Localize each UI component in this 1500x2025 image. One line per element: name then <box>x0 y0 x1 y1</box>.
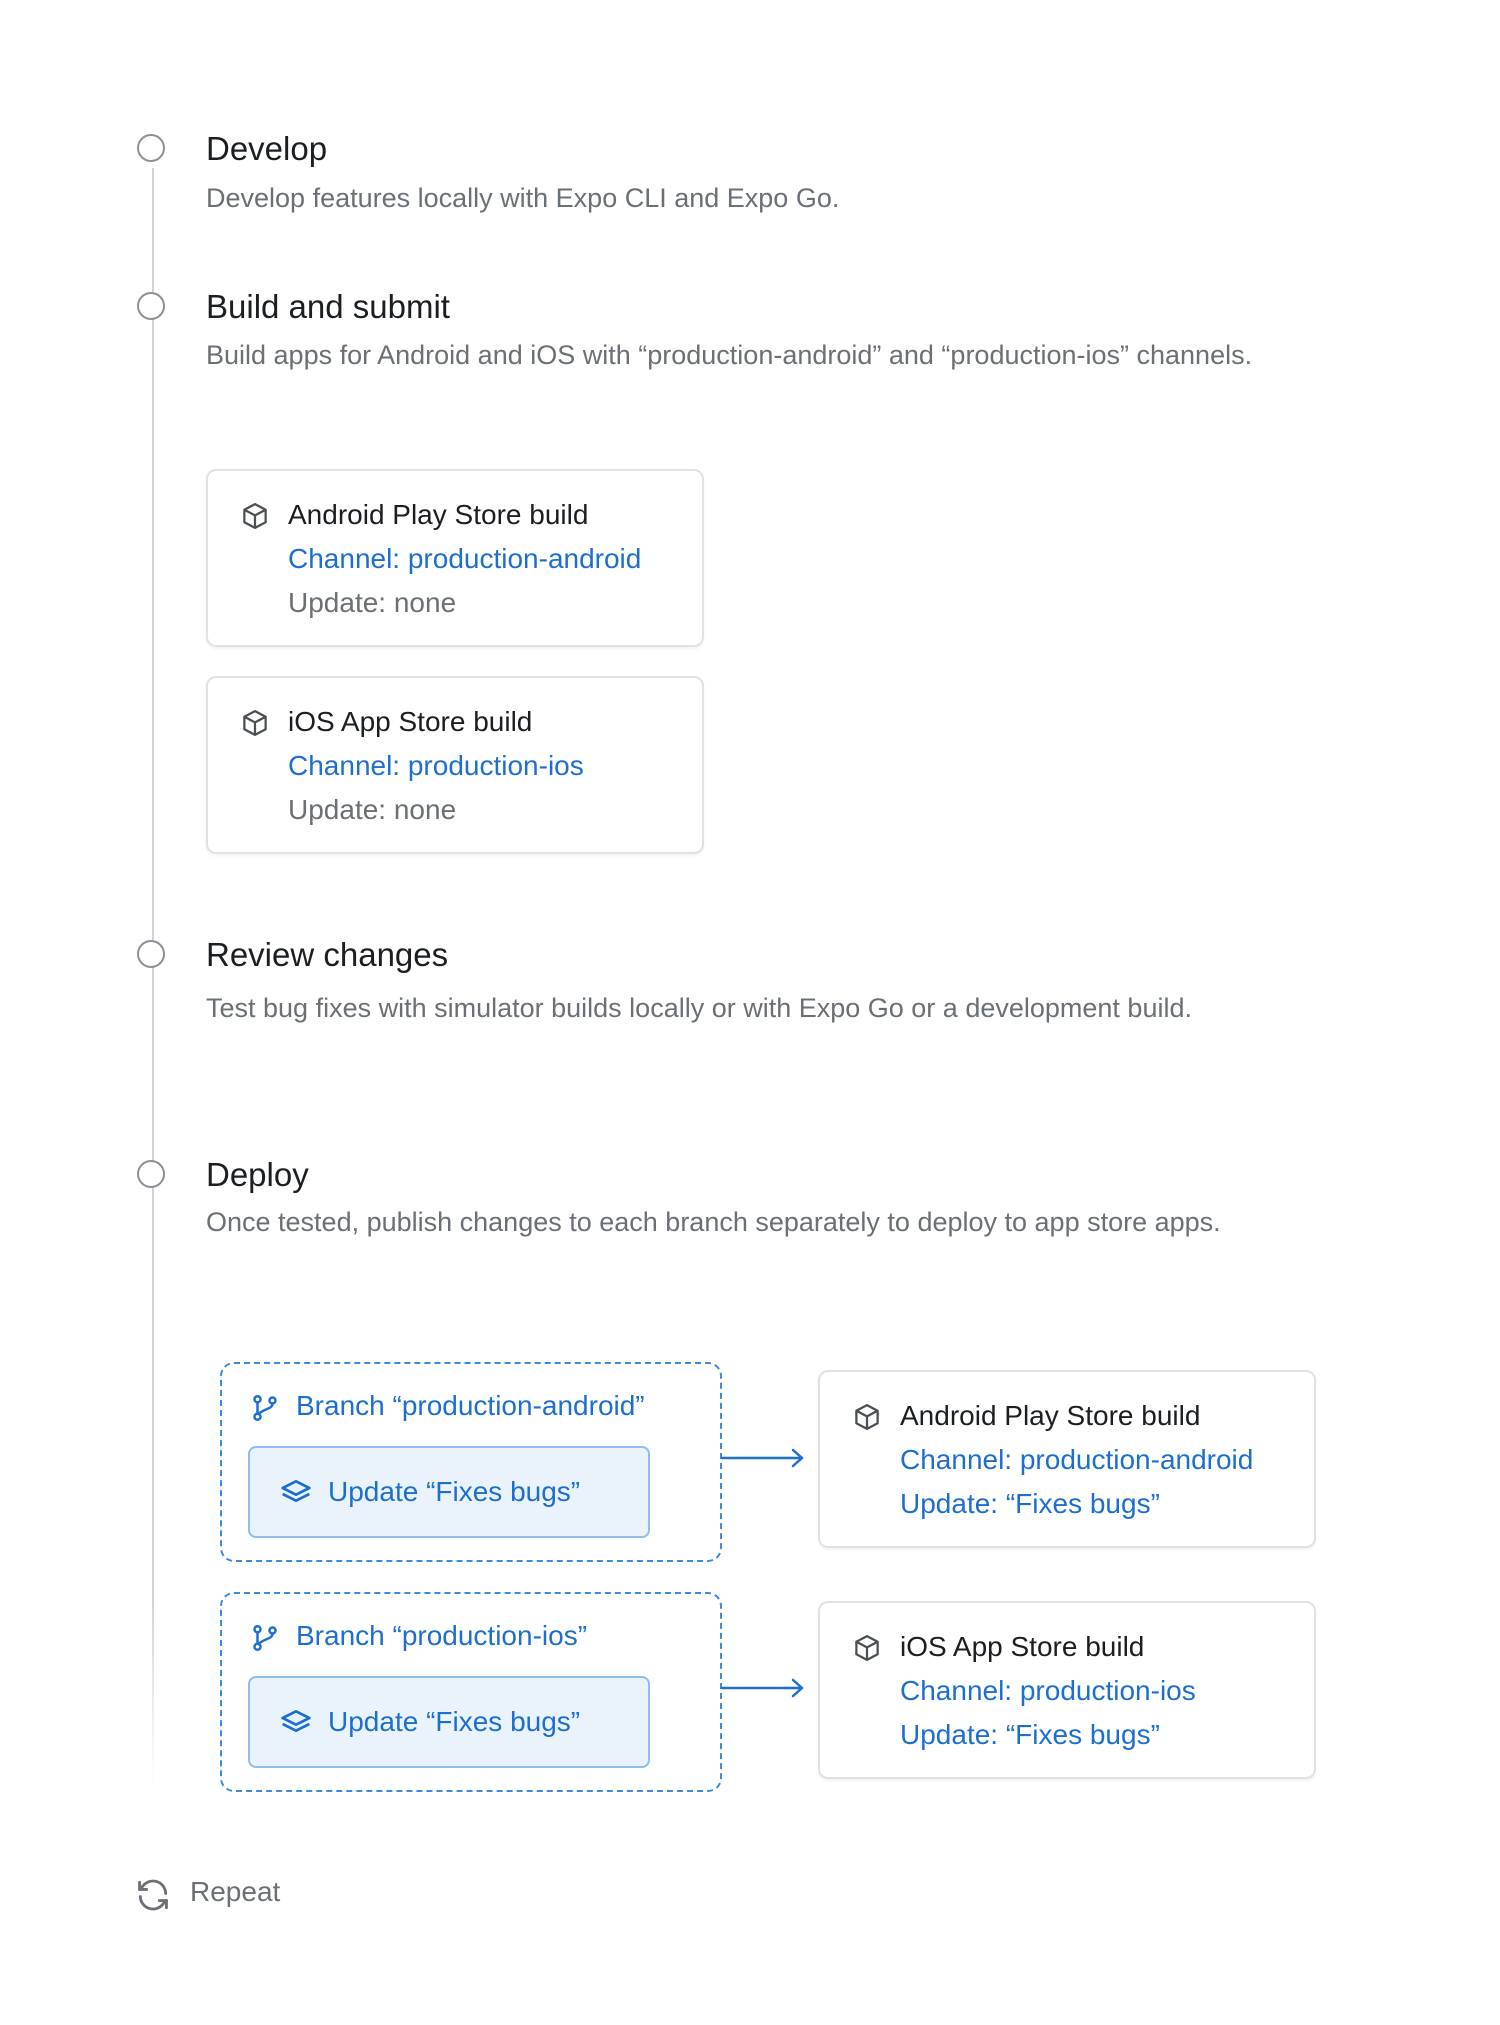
step-title: Review changes <box>206 936 449 973</box>
card-channel: Channel: production-android <box>900 1444 1254 1475</box>
timeline-line <box>152 168 154 1788</box>
deploy-card-android: Android Play Store build Channel: produc… <box>818 1370 1316 1548</box>
step-title: Build and submit <box>206 288 450 325</box>
update-box: Update “Fixes bugs” <box>248 1676 650 1768</box>
branch-production-android: Branch “production-android” Update “Fixe… <box>220 1362 722 1562</box>
card-channel: Channel: production-ios <box>288 750 584 781</box>
package-box-icon <box>855 1635 879 1661</box>
step-description: Build apps for Android and iOS with “pro… <box>206 340 1253 370</box>
card-title: Android Play Store build <box>900 1400 1201 1431</box>
step-description: Develop features locally with Expo CLI a… <box>206 183 840 213</box>
step-marker <box>137 292 165 320</box>
card-update: Update: none <box>288 587 457 618</box>
step-marker <box>137 940 165 968</box>
update-box: Update “Fixes bugs” <box>248 1446 650 1538</box>
arrow-right-icon <box>720 1678 804 1698</box>
step-title: Develop <box>206 130 328 167</box>
package-box-icon <box>855 1404 879 1430</box>
card-title: Android Play Store build <box>288 499 589 530</box>
git-branch-icon <box>253 1394 277 1422</box>
build-card-android: Android Play Store build Channel: produc… <box>206 469 704 647</box>
refresh-icon <box>138 1879 168 1911</box>
step-title: Deploy <box>206 1156 309 1193</box>
card-channel: Channel: production-android <box>288 543 642 574</box>
git-branch-icon <box>253 1624 277 1652</box>
step-description: Test bug fixes with simulator builds loc… <box>206 993 1192 1023</box>
branch-label: Branch “production-ios” <box>296 1620 588 1651</box>
card-channel: Channel: production-ios <box>900 1675 1196 1706</box>
arrow-right-icon <box>720 1448 804 1468</box>
step-description: Once tested, publish changes to each bra… <box>206 1207 1221 1237</box>
repeat-label: Repeat <box>190 1876 281 1907</box>
card-update: Update: “Fixes bugs” <box>900 1719 1160 1750</box>
deploy-card-ios: iOS App Store build Channel: production-… <box>818 1601 1316 1779</box>
update-label: Update “Fixes bugs” <box>328 1476 581 1507</box>
card-title: iOS App Store build <box>900 1631 1145 1662</box>
layers-icon <box>281 1710 311 1732</box>
step-marker <box>137 1160 165 1188</box>
card-update: Update: none <box>288 794 457 825</box>
branch-production-ios: Branch “production-ios” Update “Fixes bu… <box>220 1592 722 1792</box>
build-card-ios: iOS App Store build Channel: production-… <box>206 676 704 854</box>
package-box-icon <box>243 710 267 736</box>
layers-icon <box>281 1480 311 1502</box>
update-label: Update “Fixes bugs” <box>328 1706 581 1737</box>
card-update: Update: “Fixes bugs” <box>900 1488 1160 1519</box>
package-box-icon <box>243 503 267 529</box>
card-title: iOS App Store build <box>288 706 533 737</box>
step-marker <box>137 134 165 162</box>
branch-label: Branch “production-android” <box>296 1390 645 1421</box>
